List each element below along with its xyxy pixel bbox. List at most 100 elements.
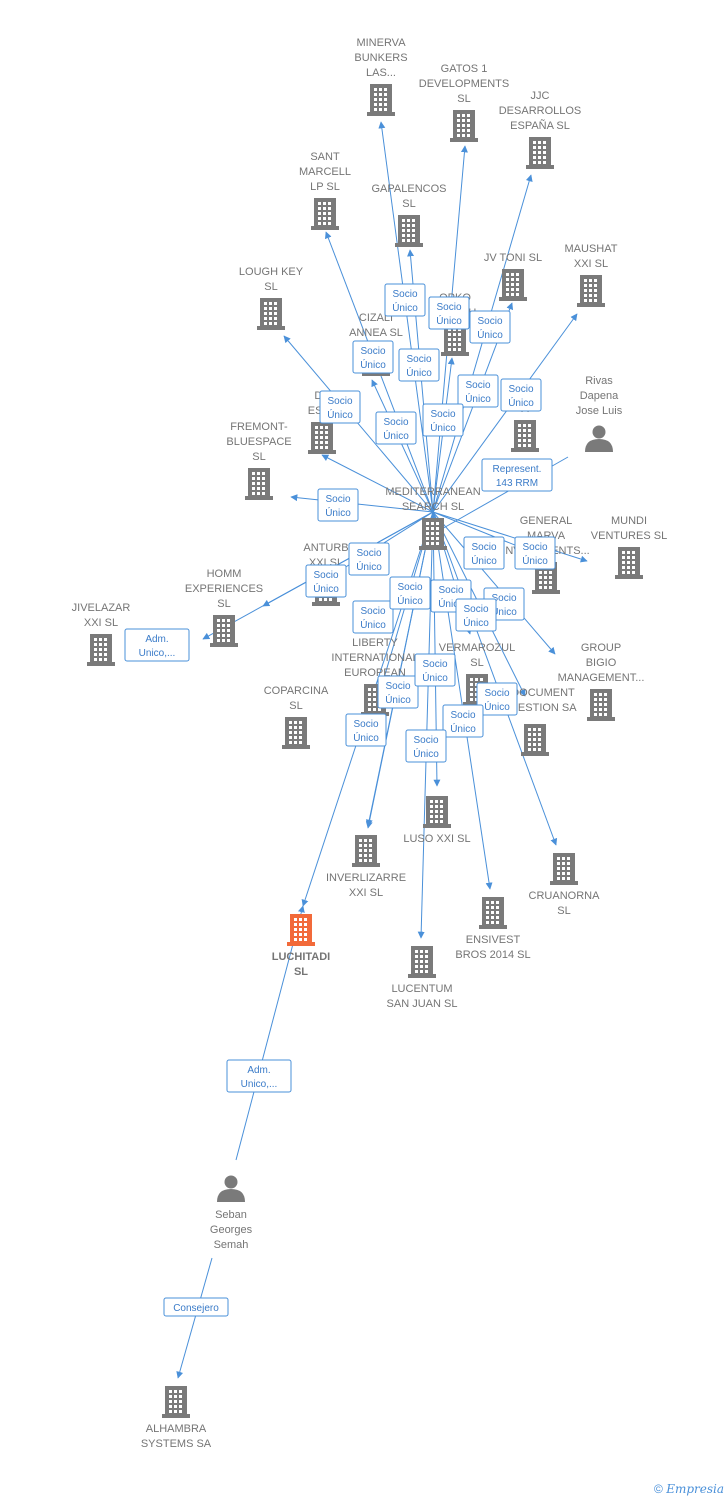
edge-label-adm-unico[interactable]: Adm.Unico,... bbox=[124, 628, 190, 662]
edge-label-consejero[interactable]: Consejero bbox=[163, 1297, 229, 1317]
node-luso-xxi-sl[interactable]: LUSO XXI SL bbox=[403, 796, 471, 845]
edge-label-line: Único bbox=[327, 408, 353, 421]
edge-label-line: Unico,... bbox=[139, 648, 176, 659]
node-label-line: DOCUMENT bbox=[511, 687, 575, 699]
edge-label-box bbox=[463, 536, 505, 570]
edge-label-line: Único bbox=[508, 396, 534, 409]
node-label-line: ANNEA SL bbox=[349, 327, 403, 339]
node-label-line: BUNKERS bbox=[354, 52, 407, 64]
edge-label-line: Socio bbox=[413, 735, 438, 746]
node-label-line: SL bbox=[470, 657, 483, 669]
edge-label-adm-unico[interactable]: Adm.Unico,... bbox=[226, 1059, 292, 1093]
node-jv-toni-sl[interactable]: JV TONI SL bbox=[484, 252, 542, 301]
edge-label-represent-143-rrm[interactable]: Represent.143 RRM bbox=[481, 458, 553, 492]
edge-label-box bbox=[352, 600, 394, 634]
building-icon bbox=[308, 422, 336, 454]
node-document-gestion-sa[interactable]: DOCUMENT GESTION SA bbox=[509, 687, 577, 756]
edge-label-line: Único bbox=[325, 506, 351, 519]
building-icon bbox=[311, 198, 339, 230]
edge-label-line: Adm. bbox=[247, 1065, 270, 1076]
node-label-line: CRUANORNA bbox=[529, 890, 601, 902]
edge-label-box bbox=[469, 310, 511, 344]
building-icon bbox=[282, 717, 310, 749]
node-label: DOCUMENT GESTION SA bbox=[509, 687, 577, 714]
edge-label-box bbox=[405, 729, 447, 763]
edge-label-box bbox=[414, 653, 456, 687]
edge-label-line: Socio bbox=[385, 681, 410, 692]
edge-label-box bbox=[455, 598, 497, 632]
node-label-line: GAPALENCOS bbox=[372, 183, 447, 195]
footer-brand[interactable]: © Empresia bbox=[654, 1482, 724, 1496]
node-label-line: Georges bbox=[210, 1224, 253, 1236]
node-label-line: ALHAMBRA bbox=[146, 1423, 207, 1435]
building-icon bbox=[210, 615, 238, 647]
edge-label-line: Socio bbox=[463, 604, 488, 615]
edge-label-box bbox=[317, 488, 359, 522]
node-label-line: INTERNATIONAL bbox=[331, 652, 418, 664]
node-label-line: LOUGH KEY bbox=[239, 266, 304, 278]
edge-label-box bbox=[345, 713, 387, 747]
edge-label-line: Socio bbox=[522, 542, 547, 553]
node-label-line: MANAGEMENT... bbox=[558, 672, 645, 684]
node-label-line: LP SL bbox=[310, 181, 340, 193]
node-label-line: GESTION SA bbox=[509, 702, 577, 714]
edge-label-line: Socio bbox=[465, 380, 490, 391]
